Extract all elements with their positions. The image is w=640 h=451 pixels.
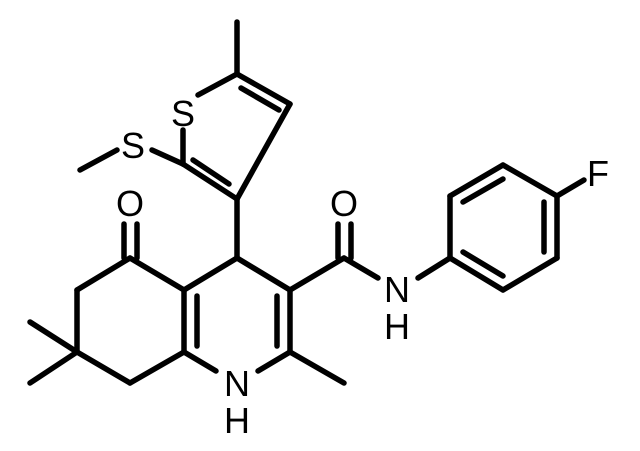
bond-c4-c3dhp (234, 255, 293, 293)
bond-s-c5 (195, 71, 240, 98)
bond-c5-c4-double (234, 71, 293, 107)
bond-c7-c8 (74, 349, 133, 386)
bond-c7-methyl-b (27, 349, 80, 386)
bond-c4a-c4 (181, 255, 240, 293)
bond-c2-smethyl (149, 147, 186, 167)
bond-c8-c8a (127, 349, 187, 386)
bond-ar-6-1-inner (460, 249, 506, 279)
bond-c2-methyl (287, 349, 347, 386)
bond-c4a-c5 (127, 255, 187, 293)
atom-label-oxygen-ketone: O (116, 183, 144, 224)
bond-c5-c4-inner (238, 85, 282, 113)
atom-label-fluorine: F (587, 153, 609, 194)
bond-c4-c3 (234, 101, 293, 202)
atom-label-sulfur-ring: S (171, 93, 195, 134)
bond-c7-methyl-a (27, 319, 80, 355)
atom-label-ring-n: N (224, 363, 250, 404)
atom-label-oxygen-amide: O (330, 183, 358, 224)
atom-label-sulfur-methylthio: S (121, 125, 145, 166)
bond-ar-2-3 (447, 162, 506, 199)
bonds (27, 19, 587, 386)
bond-ar-2-3-inner (460, 176, 506, 205)
bond-camide-n (341, 255, 381, 281)
atom-label-amide-n: N (384, 269, 410, 310)
bond-c3-camide (287, 255, 347, 293)
bond-c3-c2-double (180, 161, 240, 202)
bond-ar-f (554, 177, 587, 199)
bond-n-aryl (415, 255, 453, 281)
bond-ar-3-4 (500, 162, 560, 199)
bond-smethyl-ch3 (77, 147, 120, 173)
atom-label-ring-h: H (224, 400, 250, 441)
bond-ar-5-6 (500, 255, 560, 293)
bond-ar-6-1 (447, 255, 506, 293)
atom-label-amide-h: H (384, 306, 410, 347)
bond-c3-c2-inner (190, 157, 232, 187)
bond-c5-c6 (74, 255, 133, 293)
atom-labels: S S O O F N H N H (116, 93, 609, 441)
bond-c2-n1 (255, 349, 293, 374)
bond-n1-c8a (181, 349, 219, 374)
